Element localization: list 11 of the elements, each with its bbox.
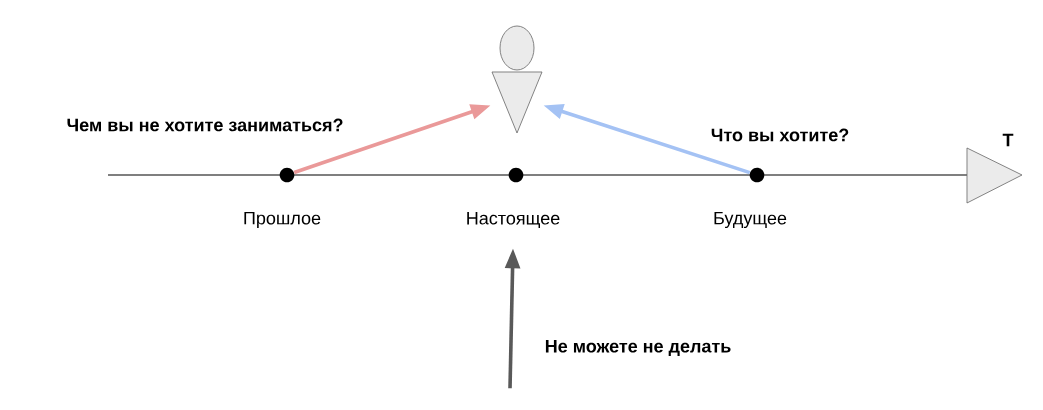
timeline-dot xyxy=(508,167,524,183)
edge-label: Не можете не делать xyxy=(545,340,731,356)
time-label: Настоящее xyxy=(467,212,560,228)
edge-label: Что вы хотите? xyxy=(711,128,849,142)
timeline-dot xyxy=(749,167,765,183)
time-label: Прошлое xyxy=(244,211,321,229)
timeline-dot xyxy=(279,167,295,183)
time-label: Будущее xyxy=(714,211,787,229)
edge-label: Чем вы не хотите заниматься? xyxy=(67,118,343,132)
person-icon xyxy=(491,25,543,134)
axis-label: T xyxy=(1002,133,1014,147)
